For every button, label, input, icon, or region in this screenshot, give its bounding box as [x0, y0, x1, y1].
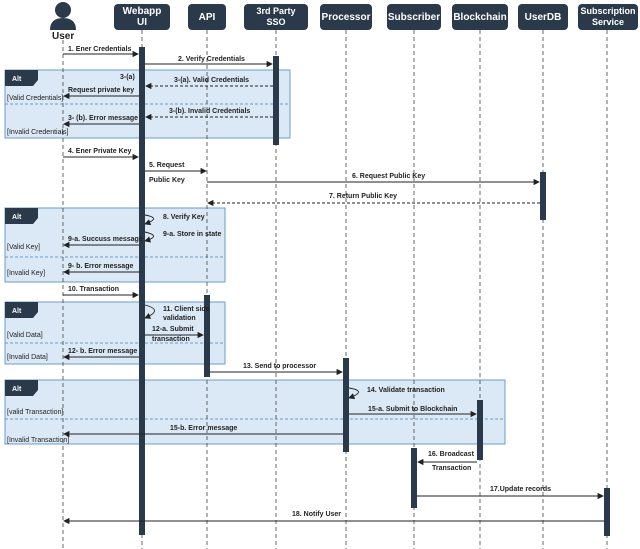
label-m9a: 9-a. Succuss message	[68, 236, 143, 243]
fragment-4-guard-2: [Invalid Transaction]	[7, 437, 69, 444]
label-m10: 10. Transaction	[68, 286, 119, 293]
participant-userdb-label: UserDB	[524, 11, 562, 23]
fragment-1-guard-1: [Valid Credentials]	[7, 95, 63, 102]
participant-subservice: Subscription Service	[578, 4, 638, 30]
fragment-1-guard-2: [Invalid Credentials]	[7, 129, 69, 136]
label-m2: 2. Verify Credentials	[178, 56, 245, 63]
label-m14: 14. Validate transaction	[367, 387, 445, 394]
fragment-2-guard-1: [Valid Key]	[7, 244, 40, 251]
activation-sso	[273, 56, 279, 145]
participant-sso-label: 3rd Party SSO	[256, 6, 296, 27]
fragment-1: Alt [Valid Credentials] [Invalid Credent…	[4, 69, 291, 139]
fragment-3-guard-2: [Invalid Data]	[7, 354, 48, 361]
arrow-m14	[348, 387, 359, 400]
participant-api: API	[188, 4, 226, 30]
fragment-2-title: Alt	[12, 214, 22, 221]
fragment-2-guard-2: [Invalid Key]	[7, 270, 45, 277]
activation-processor	[343, 358, 349, 452]
fragment-4-guard-1: [valid Transaction]	[7, 409, 63, 416]
label-m3b-resp: 3-(b). Invalid Credentials	[169, 108, 250, 115]
participant-subscriber: Subscriber	[387, 4, 441, 30]
label-m11a: 11. Client side	[163, 306, 210, 313]
participant-blockchain-label: Blockchain	[453, 11, 507, 23]
label-m1: 1. Ener Credentials	[68, 46, 132, 53]
participant-processor: Processor	[320, 4, 372, 30]
activation-subservice	[604, 488, 610, 536]
participant-webapp-label: Webapp UI	[122, 6, 162, 28]
label-m11b: validation	[163, 315, 196, 322]
label-m7: 7. Return Public Key	[329, 193, 397, 200]
arrow-m11	[144, 304, 155, 319]
label-m3b-err: 3- (b). Error message	[68, 115, 138, 122]
label-m18: 18. Notify User	[292, 511, 341, 518]
activation-webapp	[139, 47, 145, 535]
label-m5b: Public Key	[149, 177, 185, 184]
message-labels: 1. Ener Credentials 2. Verify Credential…	[68, 46, 551, 518]
label-m16b: Transaction	[432, 465, 471, 472]
participant-sso: 3rd Party SSO	[244, 4, 308, 30]
arrow-m9a-store	[144, 231, 154, 243]
activation-blockchain	[477, 400, 483, 460]
fragment-3: Alt [Valid Data] [Invalid Data]	[4, 301, 226, 365]
fragment-3-title: Alt	[12, 308, 22, 315]
activations	[139, 47, 610, 536]
activation-userdb	[540, 172, 546, 220]
label-m12b: 12- b. Error message	[68, 348, 137, 355]
label-m4: 4. Ener Private Key	[68, 148, 132, 155]
label-m3a-top: 3-(a)	[120, 74, 135, 81]
label-m6: 6. Request Public Key	[352, 173, 425, 180]
fragment-4-title: Alt	[12, 386, 22, 393]
label-m3a-resp: 3-(a). Valid Credentials	[174, 77, 249, 84]
label-m12a2: transaction	[152, 336, 190, 343]
arrow-m8	[144, 214, 154, 226]
label-m8: 8. Verify Key	[163, 214, 205, 221]
activation-subscriber	[411, 448, 417, 508]
label-m5a: 5. Request	[149, 162, 185, 169]
message-arrows	[63, 50, 604, 525]
label-m9a-store: 9-a. Store in state	[163, 231, 221, 238]
participant-blockchain: Blockchain	[452, 4, 508, 30]
user-actor-icon	[50, 2, 76, 30]
label-m9b: 9- b. Error message	[68, 263, 133, 270]
label-m12a1: 12-a. Submit	[152, 326, 194, 333]
label-m17: 17.Update records	[490, 486, 551, 493]
participant-api-label: API	[198, 11, 216, 23]
participant-userdb: UserDB	[518, 4, 568, 30]
label-m16a: 16. Broadcast	[428, 451, 475, 458]
fragment-3-guard-1: [Valid Data]	[7, 332, 43, 339]
label-m15b: 15-b. Error message	[170, 425, 237, 432]
label-m15a: 15-a. Submit to Blockchain	[368, 406, 457, 413]
participant-processor-label: Processor	[321, 11, 371, 23]
fragment-2: Alt [Valid Key] [Invalid Key]	[4, 207, 226, 283]
label-m13: 13. Send to processor	[243, 363, 316, 370]
participant-subscriber-label: Subscriber	[387, 11, 441, 23]
fragment-1-title: Alt	[12, 76, 22, 83]
fragment-4: Alt [valid Transaction] [Invalid Transac…	[4, 379, 506, 445]
participant-subservice-label: Subscription Service	[580, 6, 636, 27]
participant-webapp: Webapp UI	[114, 4, 170, 30]
label-m3a-req: Request private key	[68, 87, 134, 94]
activation-api	[204, 295, 210, 377]
user-label: User	[52, 31, 75, 42]
